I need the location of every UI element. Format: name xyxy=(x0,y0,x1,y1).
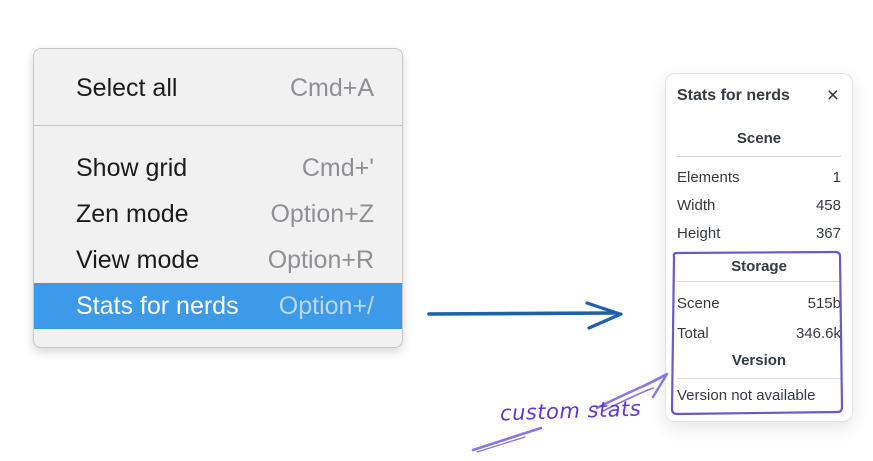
stat-label: Scene xyxy=(677,294,720,312)
stats-panel-title: Stats for nerds xyxy=(677,87,790,104)
menu-item-shortcut: Option+R xyxy=(267,245,374,274)
section-divider xyxy=(677,378,841,379)
section-divider xyxy=(677,156,841,157)
stats-panel-header: Stats for nerds × xyxy=(677,84,841,107)
annotation-label: custom stats xyxy=(499,396,642,426)
stats-panel: Stats for nerds × Scene Elements 1 Width… xyxy=(665,73,853,422)
menu-item-label: Zen mode xyxy=(76,199,189,228)
menu-group-top: Select all Cmd+A xyxy=(34,49,402,125)
menu-item-shortcut: Option+Z xyxy=(270,199,374,228)
menu-item-view-mode[interactable]: View mode Option+R xyxy=(34,237,402,283)
menu-item-label: Stats for nerds xyxy=(76,291,239,320)
flow-arrow xyxy=(427,301,623,330)
section-title-scene: Scene xyxy=(736,130,782,147)
menu-item-shortcut: Cmd+A xyxy=(289,73,374,102)
section-divider xyxy=(677,281,841,282)
stat-value: 515b xyxy=(807,294,841,312)
close-icon[interactable]: × xyxy=(826,84,839,107)
menu-divider xyxy=(34,125,402,126)
stat-value: 458 xyxy=(815,196,841,214)
menu-item-stats-for-nerds[interactable]: Stats for nerds Option+/ xyxy=(34,283,402,329)
menu-group-bottom: Show grid Cmd+' Zen mode Option+Z View m… xyxy=(34,126,402,347)
stat-row-elements: Elements 1 xyxy=(677,163,841,191)
context-menu: Select all Cmd+A Show grid Cmd+' Zen mod… xyxy=(33,48,403,348)
stat-value: 367 xyxy=(815,224,841,242)
stat-row-total-storage: Total 346.6k xyxy=(677,318,841,348)
stat-row-width: Width 458 xyxy=(677,191,841,219)
stat-value: 1 xyxy=(832,168,841,186)
menu-item-label: Show grid xyxy=(76,153,188,182)
stat-label: Total xyxy=(677,324,709,342)
version-note: Version not available xyxy=(677,387,816,404)
stat-row-scene-storage: Scene 515b xyxy=(677,288,841,318)
menu-item-label: Select all xyxy=(76,73,178,102)
menu-item-zen-mode[interactable]: Zen mode Option+Z xyxy=(34,191,402,237)
stat-label: Width xyxy=(677,196,716,214)
menu-item-shortcut: Cmd+' xyxy=(301,153,374,182)
menu-item-shortcut: Option+/ xyxy=(278,291,374,320)
stat-value: 346.6k xyxy=(795,324,841,342)
stat-row-height: Height 367 xyxy=(677,219,841,247)
menu-item-label: View mode xyxy=(76,245,200,274)
annotation-underline xyxy=(471,426,543,453)
section-title-version: Version xyxy=(731,352,787,369)
stat-label: Height xyxy=(677,224,721,242)
section-title-storage: Storage xyxy=(731,258,787,275)
menu-item-select-all[interactable]: Select all Cmd+A xyxy=(34,65,402,111)
stat-label: Elements xyxy=(677,168,740,186)
menu-item-show-grid[interactable]: Show grid Cmd+' xyxy=(34,145,402,191)
